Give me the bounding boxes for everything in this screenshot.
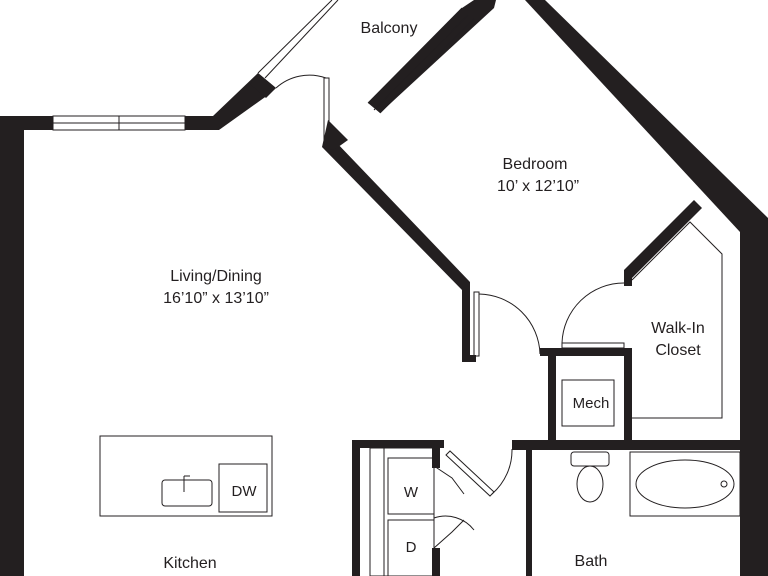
balcony-label: Balcony — [361, 20, 418, 37]
balcony-door-jamb — [250, 73, 276, 98]
northeast-diagonal-wall — [525, 0, 768, 244]
bedroom-door-jamb — [470, 355, 476, 362]
bedroom-north-wall — [368, 0, 496, 113]
closet-shelf-line — [631, 221, 723, 419]
bedroom-size: 10’ x 12’10” — [497, 178, 579, 195]
tub-basin — [635, 459, 735, 509]
bedroom-door-leaf — [473, 291, 480, 357]
mech-unit — [561, 379, 615, 427]
bedroom-walls — [322, 120, 702, 440]
bedroom-south-wall — [540, 348, 632, 356]
bath-label: Bath — [575, 553, 608, 570]
laundry-door-jamb-lower — [432, 548, 440, 576]
kitchen-label: Kitchen — [163, 555, 216, 572]
bedroom-door-swing — [478, 293, 541, 355]
laundry-west-wall — [352, 440, 360, 576]
bath-door-swing — [491, 448, 513, 495]
dryer-label: D — [406, 539, 417, 556]
toilet-tank — [570, 451, 610, 467]
bath-door-leaf — [445, 450, 495, 497]
closet-door-swing — [561, 282, 625, 344]
laundry-north-wall — [352, 440, 444, 448]
toilet-bowl — [576, 465, 604, 503]
bath-north-wall — [512, 440, 768, 450]
bathtub — [629, 451, 741, 517]
closet-stub — [624, 270, 632, 286]
laundry-door-swing — [433, 515, 475, 531]
north-wall-left — [0, 116, 53, 130]
living-label: Living/Dining — [170, 268, 262, 285]
mech-west-wall — [548, 356, 556, 440]
windows — [52, 0, 475, 131]
balcony-door-swing — [275, 74, 327, 89]
balcony-door-leaf — [323, 77, 330, 141]
bath-west-wall — [526, 448, 532, 576]
closet-door-leaf — [561, 342, 625, 349]
mech-label: Mech — [573, 395, 610, 412]
mech-room — [548, 356, 615, 440]
closet-west-wall — [624, 348, 632, 440]
tub-drain — [720, 480, 728, 488]
closet-shelving — [631, 221, 723, 419]
island-counter — [99, 435, 273, 517]
closet-label-line2: Closet — [655, 342, 701, 359]
doors — [275, 74, 625, 549]
west-wall — [0, 116, 24, 576]
closet-diagonal-wall — [624, 200, 702, 278]
sink-basin — [161, 479, 213, 507]
kitchen-island — [99, 435, 273, 517]
washer-label: W — [404, 484, 419, 501]
north-wall-angled — [185, 73, 276, 130]
laundry-door-lower — [433, 519, 465, 549]
tub-frame — [629, 451, 741, 517]
service-walls — [352, 440, 768, 576]
washer — [387, 457, 435, 515]
closet-label-line1: Walk-In — [651, 320, 705, 337]
dryer-box — [387, 519, 435, 576]
laundry-door-jamb — [432, 446, 440, 468]
laundry-closet — [369, 447, 435, 576]
living-size: 16’10” x 13’10” — [163, 290, 269, 307]
bedroom-label: Bedroom — [503, 156, 568, 173]
dishwasher-box — [218, 463, 268, 513]
bedroom-west-wall — [322, 140, 470, 290]
bedroom-west-stub — [462, 282, 470, 362]
toilet — [570, 451, 610, 503]
bedroom-corner — [322, 120, 348, 150]
dishwasher-label: DW — [232, 483, 258, 500]
washer-box — [387, 457, 435, 515]
east-wall — [740, 232, 768, 576]
laundry-door-upper — [433, 465, 465, 495]
dryer — [387, 519, 435, 576]
